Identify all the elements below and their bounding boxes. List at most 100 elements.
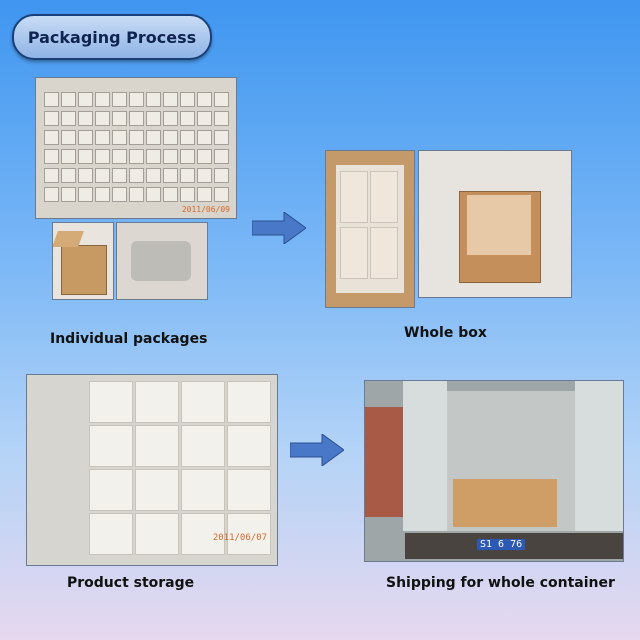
tray-compartment (44, 187, 59, 202)
warehouse-carton (89, 513, 133, 555)
tray-compartment (95, 149, 110, 164)
tray-compartment (78, 130, 93, 145)
inner-carton (340, 171, 368, 223)
tray-compartment (180, 149, 195, 164)
tray-compartment (61, 111, 76, 126)
tray-compartment (146, 187, 161, 202)
tray-compartment (112, 130, 127, 145)
tray-compartment (146, 92, 161, 107)
tray-compartment (129, 92, 144, 107)
tray-compartment (78, 92, 93, 107)
tray-compartment (129, 187, 144, 202)
photo-shipping-container: S1 6 76 (364, 380, 624, 562)
label-whole-box: Whole box (404, 325, 487, 341)
tray-compartment (180, 187, 195, 202)
tray-compartment (61, 149, 76, 164)
tray-compartment (163, 149, 178, 164)
tray-compartment (214, 149, 229, 164)
tray-compartment (214, 168, 229, 183)
tray-compartment (163, 187, 178, 202)
tray-compartment (61, 130, 76, 145)
warehouse-carton (181, 425, 225, 467)
tray-compartment (78, 149, 93, 164)
tray-compartment (129, 130, 144, 145)
tray-compartment (44, 130, 59, 145)
tray-compartment (180, 111, 195, 126)
photo-box-filled (325, 150, 415, 308)
tray-compartment (163, 168, 178, 183)
bag-shape (131, 241, 191, 281)
inner-carton (370, 171, 398, 223)
tray-compartment (163, 92, 178, 107)
tray-compartment (214, 187, 229, 202)
tray-compartment (112, 187, 127, 202)
tray-compartment (44, 111, 59, 126)
warehouse-carton (227, 381, 271, 423)
warehouse-carton (135, 469, 179, 511)
storage-date-stamp: 2011/06/07 (212, 533, 267, 543)
tray-compartment (78, 168, 93, 183)
inner-carton (370, 227, 398, 279)
tray-compartment (95, 92, 110, 107)
warehouse-carton (135, 425, 179, 467)
warehouse-carton (181, 513, 225, 555)
warehouse-carton (227, 469, 271, 511)
warehouse-carton (227, 513, 271, 555)
carton-contents (467, 195, 531, 255)
tray-compartment (78, 187, 93, 202)
container-door-left (403, 381, 447, 531)
tray-compartment (146, 111, 161, 126)
tray-compartment (180, 92, 195, 107)
tray-compartment (197, 149, 212, 164)
label-individual-packages: Individual packages (50, 331, 208, 347)
warehouse-carton (89, 425, 133, 467)
container-side-red (365, 407, 403, 517)
arrow-right-icon (290, 434, 344, 466)
warehouse-carton (135, 381, 179, 423)
tray-compartment (146, 130, 161, 145)
tray-compartment (180, 130, 195, 145)
tray-compartment (197, 111, 212, 126)
label-shipping-container: Shipping for whole container (386, 575, 615, 591)
tray-date-stamp: 2011/06/09 (181, 205, 230, 214)
tray-compartment (112, 168, 127, 183)
photo-bagged-item (116, 222, 208, 300)
arrow-right-icon (252, 212, 306, 244)
tray-compartment (95, 187, 110, 202)
tray-compartment (78, 111, 93, 126)
tray-compartment (95, 168, 110, 183)
tray-compartment (112, 149, 127, 164)
tray-compartment (61, 92, 76, 107)
tray-compartment (95, 111, 110, 126)
tray-compartment (197, 92, 212, 107)
tray-compartment (214, 130, 229, 145)
tray-compartment (146, 168, 161, 183)
photo-packing-tray: 2011/06/09 (35, 77, 237, 219)
container-cartons (453, 479, 557, 527)
photo-warehouse-storage: 2011/06/07 (26, 374, 278, 566)
container-interior (447, 391, 575, 531)
title-banner: Packaging Process (12, 14, 212, 60)
tray-compartment (163, 111, 178, 126)
container-door-right (575, 381, 623, 531)
tray-compartment (112, 111, 127, 126)
tray-compartment (214, 92, 229, 107)
warehouse-carton (227, 425, 271, 467)
box-interior (336, 165, 404, 293)
photo-open-box (52, 222, 114, 300)
tray-compartment (146, 149, 161, 164)
truck-license-plate: S1 6 76 (477, 539, 526, 550)
warehouse-carton (89, 469, 133, 511)
tray-compartment (197, 168, 212, 183)
warehouse-carton (181, 469, 225, 511)
warehouse-carton (135, 513, 179, 555)
page-title: Packaging Process (27, 27, 197, 47)
tray-compartment (61, 187, 76, 202)
tray-compartment (180, 168, 195, 183)
tray-compartment (129, 168, 144, 183)
photo-box-open (418, 150, 572, 298)
tray-compartment (44, 92, 59, 107)
warehouse-carton (181, 381, 225, 423)
tray-compartment (129, 111, 144, 126)
tray-compartment (197, 130, 212, 145)
